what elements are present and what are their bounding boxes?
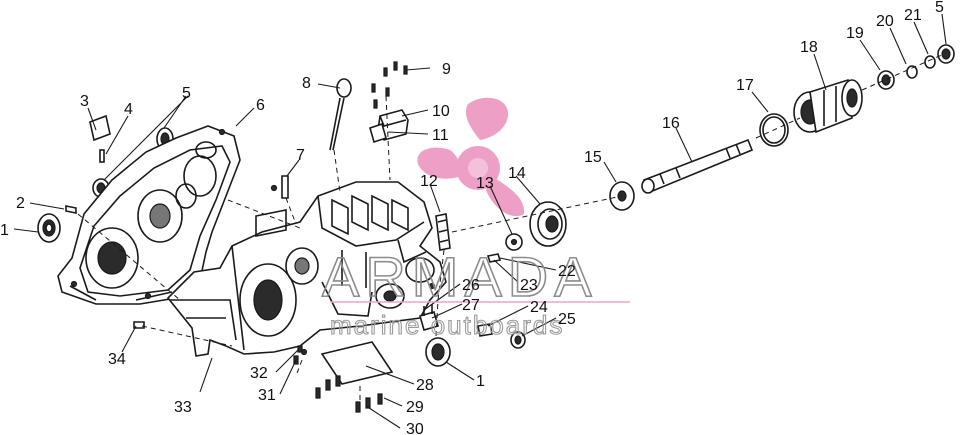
callout-8: 8 xyxy=(302,75,311,92)
watermark-brand: ARMADA xyxy=(322,245,598,308)
callout-18: 18 xyxy=(800,39,818,56)
callout-20: 20 xyxy=(876,13,894,30)
callout-16: 16 xyxy=(662,115,680,132)
callout-24: 24 xyxy=(530,299,548,316)
callout-6: 6 xyxy=(256,97,265,114)
watermark-logo xyxy=(417,97,525,217)
part-seal-left xyxy=(37,213,61,243)
callout-11: 11 xyxy=(432,127,449,144)
alignment-lines xyxy=(77,53,945,400)
part-breather xyxy=(435,213,451,251)
part-seal-right xyxy=(425,337,451,367)
part-screws-top xyxy=(371,61,408,109)
part-plate xyxy=(89,114,111,163)
callout-25: 25 xyxy=(558,311,576,328)
part-sensor-bits xyxy=(477,253,526,349)
callout-33: 33 xyxy=(174,399,192,416)
callout-5-right: 5 xyxy=(935,0,944,16)
part-switch xyxy=(419,304,439,331)
part-bolt-34 xyxy=(133,321,145,329)
callout-21: 21 xyxy=(904,7,922,24)
watermark: ARMADA marine outboards xyxy=(321,244,630,341)
callout-23: 23 xyxy=(520,277,538,294)
callout-1-right: 1 xyxy=(476,373,485,390)
callout-28: 28 xyxy=(416,377,434,394)
watermark-tagline: marine outboards xyxy=(330,310,564,340)
part-pin xyxy=(65,205,77,214)
callout-19: 19 xyxy=(846,25,864,42)
callout-14: 14 xyxy=(508,165,526,182)
part-bearing-housing xyxy=(793,78,863,134)
callout-27: 27 xyxy=(462,297,480,314)
part-main-case xyxy=(166,181,447,357)
callout-31: 31 xyxy=(258,387,276,404)
callout-7: 7 xyxy=(296,147,305,164)
part-o-ring xyxy=(759,113,789,147)
callout-1-left: 1 xyxy=(0,222,9,239)
part-dipstick xyxy=(329,78,352,151)
part-bracket xyxy=(369,109,409,144)
part-shaft xyxy=(641,138,754,194)
part-small-rings xyxy=(877,44,955,90)
callout-22: 22 xyxy=(558,263,576,280)
callout-13: 13 xyxy=(476,175,494,192)
callout-32: 32 xyxy=(250,365,268,382)
callout-2: 2 xyxy=(16,195,25,212)
callout-26: 26 xyxy=(462,277,480,294)
callout-5-cover: 5 xyxy=(182,85,191,102)
callout-17: 17 xyxy=(736,77,754,94)
callout-9: 9 xyxy=(442,61,451,78)
callout-29: 29 xyxy=(406,399,424,416)
part-washer xyxy=(505,233,523,251)
part-bearing xyxy=(529,201,567,247)
callout-12: 12 xyxy=(420,173,438,190)
callout-15: 15 xyxy=(584,149,602,166)
leader-lines xyxy=(13,13,947,429)
callout-10: 10 xyxy=(432,103,450,120)
callout-3: 3 xyxy=(80,93,89,110)
callout-30: 30 xyxy=(406,421,424,435)
part-dowel xyxy=(281,175,289,199)
callout-34: 34 xyxy=(108,351,126,368)
callout-4: 4 xyxy=(124,101,133,118)
part-bottom-plate xyxy=(320,341,394,385)
